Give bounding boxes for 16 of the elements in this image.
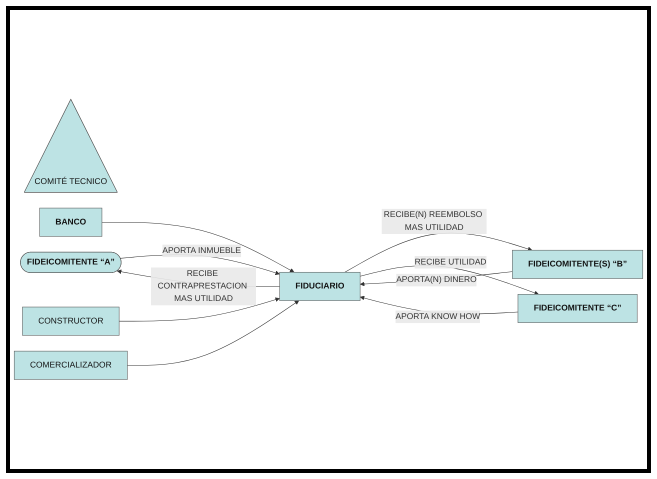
node-box: CONSTRUCTOR bbox=[22, 306, 120, 336]
node-box: FIDEICOMITENTE(S) “B” bbox=[512, 250, 644, 279]
edge-label: RECIBE(N) REEMBOLSO MAS UTILIDAD bbox=[384, 210, 482, 232]
arrow bbox=[118, 298, 280, 322]
arrow bbox=[102, 222, 294, 273]
edge-label: APORTA INMUEBLE bbox=[162, 246, 241, 256]
node-box: COMERCIALIZADOR bbox=[14, 351, 128, 380]
node-box: FIDUCIARIO bbox=[279, 272, 360, 302]
node-box: FIDEICOMITENTE “C” bbox=[518, 294, 638, 324]
arrow bbox=[344, 232, 532, 273]
arrow bbox=[127, 300, 300, 366]
node-box: BANCO bbox=[39, 208, 102, 237]
edge-label: APORTA KNOW HOW bbox=[396, 312, 480, 322]
edge-label: RECIBE CONTRAPRESTACION MAS UTILIDAD bbox=[158, 269, 248, 304]
edge-label: APORTA(N) DINERO bbox=[396, 276, 477, 284]
edge-label: RECIBE UTILIDAD bbox=[414, 258, 486, 267]
